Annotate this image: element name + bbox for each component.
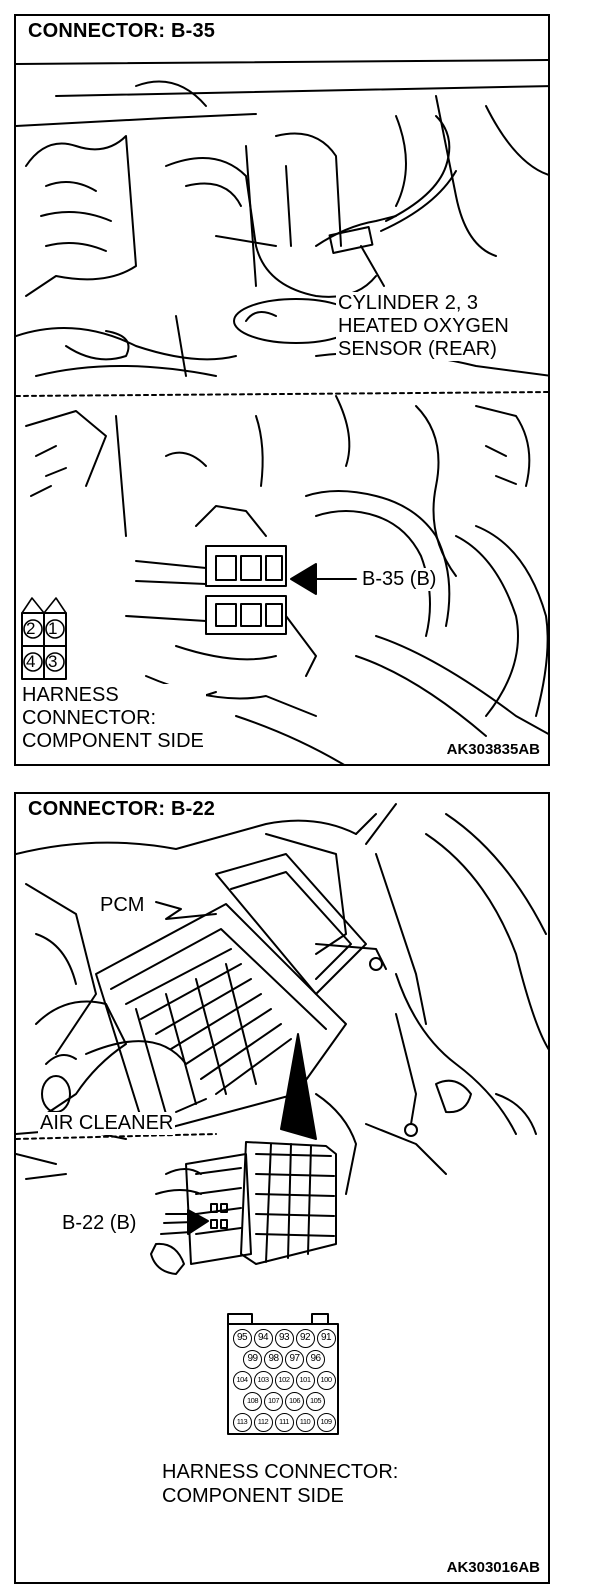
air-cleaner-label: AIR CLEANER	[38, 1112, 176, 1135]
b22-figure-code: AK303016AB	[446, 1559, 540, 1576]
pin-cavity-109: 109	[316, 1413, 336, 1432]
pin-cavity-93: 93	[274, 1329, 294, 1348]
pin-1: 1	[48, 619, 58, 638]
pin-cavity-105: 105	[306, 1392, 325, 1411]
pin-cavity-96: 96	[306, 1350, 325, 1369]
pin-cavity-98: 98	[264, 1350, 283, 1369]
b22-harness-line-2: COMPONENT SIDE	[162, 1485, 344, 1507]
pin-cavity-97: 97	[285, 1350, 304, 1369]
b22-line-art	[16, 803, 548, 1435]
sensor-label-line-3: SENSOR (REAR)	[336, 338, 511, 361]
pin-cavity-104: 104	[232, 1371, 252, 1390]
pin-cavity-111: 111	[274, 1413, 294, 1432]
b35-line-art	[16, 59, 548, 764]
pin-cavity-99: 99	[243, 1350, 262, 1369]
b35-connector-callout: B-35 (B)	[360, 568, 439, 591]
pin-cavity-113: 113	[232, 1413, 252, 1432]
pin-cavity-94: 94	[253, 1329, 273, 1348]
b35-harness-line-2: CONNECTOR:	[20, 707, 206, 730]
pin-cavity-100: 100	[316, 1371, 336, 1390]
pin-cavity-101: 101	[295, 1371, 315, 1390]
pcm-label: PCM	[100, 894, 145, 916]
pin-cavity-91: 91	[316, 1329, 336, 1348]
sensor-label-line-2: HEATED OXYGEN	[336, 315, 511, 338]
b22-harness-label: HARNESS CONNECTOR: COMPONENT SIDE	[162, 1460, 398, 1508]
b35-title: CONNECTOR: B-35	[24, 20, 220, 43]
pin-cavity-107: 107	[264, 1392, 283, 1411]
pin-cavity-102: 102	[274, 1371, 294, 1390]
connector-b22-panel: CONNECTOR: B-22 PCM AIR CLEANER B-22 (B)…	[14, 792, 550, 1584]
pin-cavity-103: 103	[253, 1371, 273, 1390]
pin-2: 2	[26, 619, 36, 638]
sensor-label: CYLINDER 2, 3 HEATED OXYGEN SENSOR (REAR…	[336, 292, 511, 361]
pin-cavity-92: 92	[295, 1329, 315, 1348]
pin-3: 3	[48, 652, 58, 671]
pin-4: 4	[26, 652, 36, 671]
pin-cavity-108: 108	[243, 1392, 262, 1411]
b22-harness-line-1: HARNESS CONNECTOR:	[162, 1461, 399, 1483]
b35-harness-line-1: HARNESS	[20, 684, 206, 707]
pin-cavity-112: 112	[253, 1413, 273, 1432]
b35-harness-label: HARNESS CONNECTOR: COMPONENT SIDE	[20, 684, 206, 753]
b22-connector-callout: B-22 (B)	[60, 1212, 139, 1235]
sensor-label-line-1: CYLINDER 2, 3	[336, 292, 511, 315]
b22-title: CONNECTOR: B-22	[24, 798, 220, 821]
pin-cavity-95: 95	[232, 1329, 252, 1348]
b35-figure-code: AK303835AB	[446, 741, 540, 758]
pin-cavity-110: 110	[295, 1413, 315, 1432]
pin-cavity-106: 106	[285, 1392, 304, 1411]
b35-harness-line-3: COMPONENT SIDE	[20, 730, 206, 753]
connector-b35-panel: CONNECTOR: B-35 CYLINDER 2, 3 HEATED OXY…	[14, 14, 550, 766]
